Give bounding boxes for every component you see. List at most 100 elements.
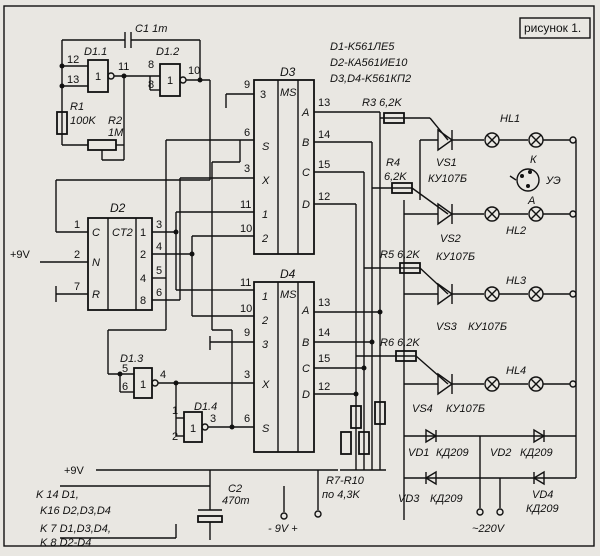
vs2-type: КУ107Б [436, 251, 475, 263]
vd2-type: КД209 [520, 447, 553, 459]
d4-in2: 2 [261, 315, 268, 327]
diode-vd4 [532, 470, 545, 486]
diode-vd1 [425, 428, 438, 444]
d4-x: X [261, 379, 270, 391]
vs2-name: VS2 [440, 233, 461, 245]
d2-q1: 1 [140, 227, 146, 239]
d4-b: B [302, 337, 309, 349]
vd3-type: КД209 [430, 493, 463, 505]
resistor-r3 [383, 112, 405, 124]
power-block: +9V K 14 D1, K16 D2,D3,D4 K 7 D1,D3,D4, … [36, 465, 338, 549]
d2-pin-4: 4 [156, 241, 162, 253]
d2-q2: 2 [140, 249, 146, 261]
vs1-type: КУ107Б [428, 173, 467, 185]
d3-pin-14: 14 [318, 129, 330, 141]
resistor-r2 [87, 139, 117, 151]
channel-1: R3 6,2K HL1 VS1 КУ107Б [362, 97, 577, 200]
output-lines: R7-R10 по 4,3K [322, 112, 386, 501]
gate-d1-1-pin-b: 13 [67, 74, 79, 86]
pinout-k: К [530, 154, 537, 166]
d3-body [253, 79, 315, 255]
r1-name: R1 [70, 101, 84, 113]
d4-in2-pin: 10 [240, 303, 252, 315]
d4-pin-15: 15 [318, 353, 330, 365]
gate-d1-1-pin-a: 12 [67, 54, 79, 66]
vd4-type: КД209 [526, 503, 559, 515]
gate-d1-3-name: D1.3 [120, 353, 144, 365]
gate-d1-1-pin-out: 11 [118, 61, 129, 73]
gate-d1-2-pin-out: 10 [188, 65, 200, 77]
d3-pin-3a: 3 [260, 89, 266, 101]
gate-d1-1-func: 1 [95, 71, 101, 83]
d4-ms: MS [280, 289, 297, 301]
pinout-a: А [527, 195, 535, 207]
gate-d1-4-pin-a: 1 [172, 405, 178, 417]
r4-name: R4 [386, 157, 400, 169]
d4-x-pin: 3 [244, 369, 250, 381]
d3-pin-12: 12 [318, 191, 330, 203]
gate-d1-3-func: 1 [140, 379, 146, 391]
gate-d1-3-pin-b: 6 [122, 381, 128, 393]
d2-pin-5: 5 [156, 265, 162, 277]
d3-in2-pin: 10 [240, 223, 252, 235]
d3-name: D3 [280, 65, 296, 79]
gate-d1-3: 1 D1.3 5 6 4 [120, 353, 254, 437]
hl1-label: HL1 [500, 113, 520, 125]
vs4-name: VS4 [412, 403, 433, 415]
oscillator-block: C1 1m 1 D1.1 12 13 11 1 D1.2 8 8 10 [55, 23, 211, 233]
channel-4: R6 6,2K HL4 VS4 КУ107Б [356, 337, 577, 415]
hl3-label: HL3 [506, 275, 527, 287]
gate-d1-4-name: D1.4 [194, 401, 217, 413]
multiplexer-d3: D3 MS 9 3 S 6 X 3 1 11 2 10 A B C D 13 1… [225, 65, 380, 255]
legend-line-3: D3,D4-K561КП2 [330, 73, 411, 85]
d2-pin-2: 2 [74, 249, 80, 261]
d3-b: B [302, 137, 309, 149]
r2-value: 1M [108, 127, 124, 139]
figure-label-box [519, 17, 591, 39]
address-bus-wires [107, 139, 254, 393]
d3-x-pin: 3 [244, 163, 250, 175]
ac-label: ~220V [472, 523, 506, 535]
c1-label: C1 1m [135, 23, 167, 35]
c2-value: 470m [222, 495, 250, 507]
d2-pin-6: 6 [156, 287, 162, 299]
channel-3: R5 6,2K HL3 VS3 КУ107Б [364, 249, 577, 333]
d4-s: S [262, 423, 270, 435]
gate-d1-4: 1 D1.4 1 2 3 [172, 140, 254, 443]
diode-bridge: VD1 КД209 VD2 КД209 VD3 КД209 VD4 КД209 … [398, 428, 576, 535]
d3-top-pin: 9 [244, 79, 250, 91]
d3-x: X [261, 175, 270, 187]
gate-d1-2-func: 1 [167, 75, 173, 87]
c2-name: C2 [228, 483, 242, 495]
counter-d2: D2 CT2 C N R 1 2 7 +9V 1 2 4 8 3 4 5 6 [10, 201, 192, 311]
d4-in1: 1 [262, 291, 268, 303]
d4-pin-12: 12 [318, 381, 330, 393]
gate-d1-2-name: D1.2 [156, 46, 179, 58]
multiplexer-d4: D4 MS 1 11 2 10 3 9 X 3 S 6 A B C D 13 1… [209, 267, 383, 453]
r5-label: R5 6,2K [380, 249, 420, 261]
d3-pin-15: 15 [318, 159, 330, 171]
d2-title: CT2 [112, 227, 133, 239]
k7-label: K 7 D1,D3,D4, [40, 523, 111, 535]
thyristor-pinout: К А УЭ [509, 154, 561, 207]
d4-pin-13: 13 [318, 297, 330, 309]
d3-in2: 2 [261, 233, 268, 245]
channel-2: R4 6,2K HL2 VS2 КУ107Б [372, 157, 577, 263]
gate-d1-2-pin-b: 8 [148, 79, 154, 91]
outer-frame [3, 5, 595, 547]
pinout-ue: УЭ [545, 175, 561, 187]
d4-in3: 3 [262, 339, 269, 351]
vs3-type: КУ107Б [468, 321, 507, 333]
hl4-label: HL4 [506, 365, 526, 377]
d3-in1: 1 [262, 209, 268, 221]
r2-name: R2 [108, 115, 122, 127]
d2-pin-7: 7 [74, 281, 80, 293]
d3-ms: MS [280, 87, 297, 99]
legend-line-1: D1-K561ЛЕ5 [330, 41, 395, 53]
vs1-name: VS1 [436, 157, 457, 169]
d3-s: S [262, 141, 270, 153]
diode-vd3 [424, 470, 437, 486]
vs4-type: КУ107Б [446, 403, 485, 415]
gate-d1-3-pin-out: 4 [160, 369, 166, 381]
